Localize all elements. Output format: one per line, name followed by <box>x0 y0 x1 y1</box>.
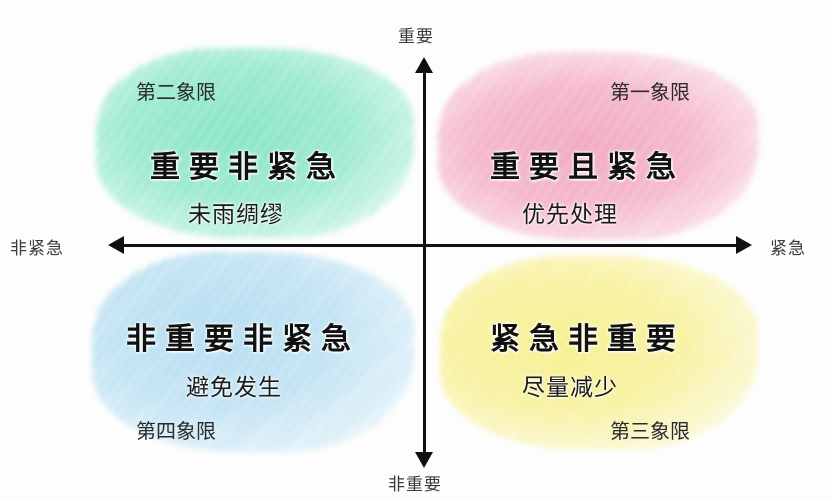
quadrant-1-subtitle: 优先处理 <box>522 202 618 228</box>
quadrant-1-title: 重要且紧急 <box>490 150 685 185</box>
arrow-down-icon <box>415 452 433 468</box>
horizontal-axis-urgency <box>118 244 738 247</box>
vertical-axis-importance <box>423 64 426 456</box>
quadrant-2-patch <box>96 48 414 238</box>
quadrant-4-subtitle: 避免发生 <box>186 375 282 401</box>
quadrant-1-index-label: 第一象限 <box>610 80 690 104</box>
quadrant-1-patch <box>438 52 758 240</box>
quadrant-3-subtitle: 尽量减少 <box>522 375 618 401</box>
axis-label-not-important: 非重要 <box>388 475 442 495</box>
quadrant-2-title: 重要非紧急 <box>150 150 345 185</box>
axis-label-urgent: 紧急 <box>770 239 806 259</box>
arrow-up-icon <box>415 57 433 73</box>
arrow-left-icon <box>108 236 124 254</box>
quadrant-3-patch <box>440 256 758 450</box>
quadrant-2-subtitle: 未雨绸缪 <box>188 202 284 228</box>
quadrant-3-index-label: 第三象限 <box>610 419 690 443</box>
arrow-right-icon <box>736 236 752 254</box>
axis-label-important: 重要 <box>398 27 434 47</box>
quadrant-3-title: 紧急非重要 <box>490 322 685 357</box>
axis-label-not-urgent: 非紧急 <box>10 239 64 259</box>
quadrant-4-title: 非重要非紧急 <box>126 322 360 357</box>
quadrant-4-index-label: 第四象限 <box>136 419 216 443</box>
quadrant-4-patch <box>92 252 414 452</box>
quadrant-2-index-label: 第二象限 <box>136 80 216 104</box>
